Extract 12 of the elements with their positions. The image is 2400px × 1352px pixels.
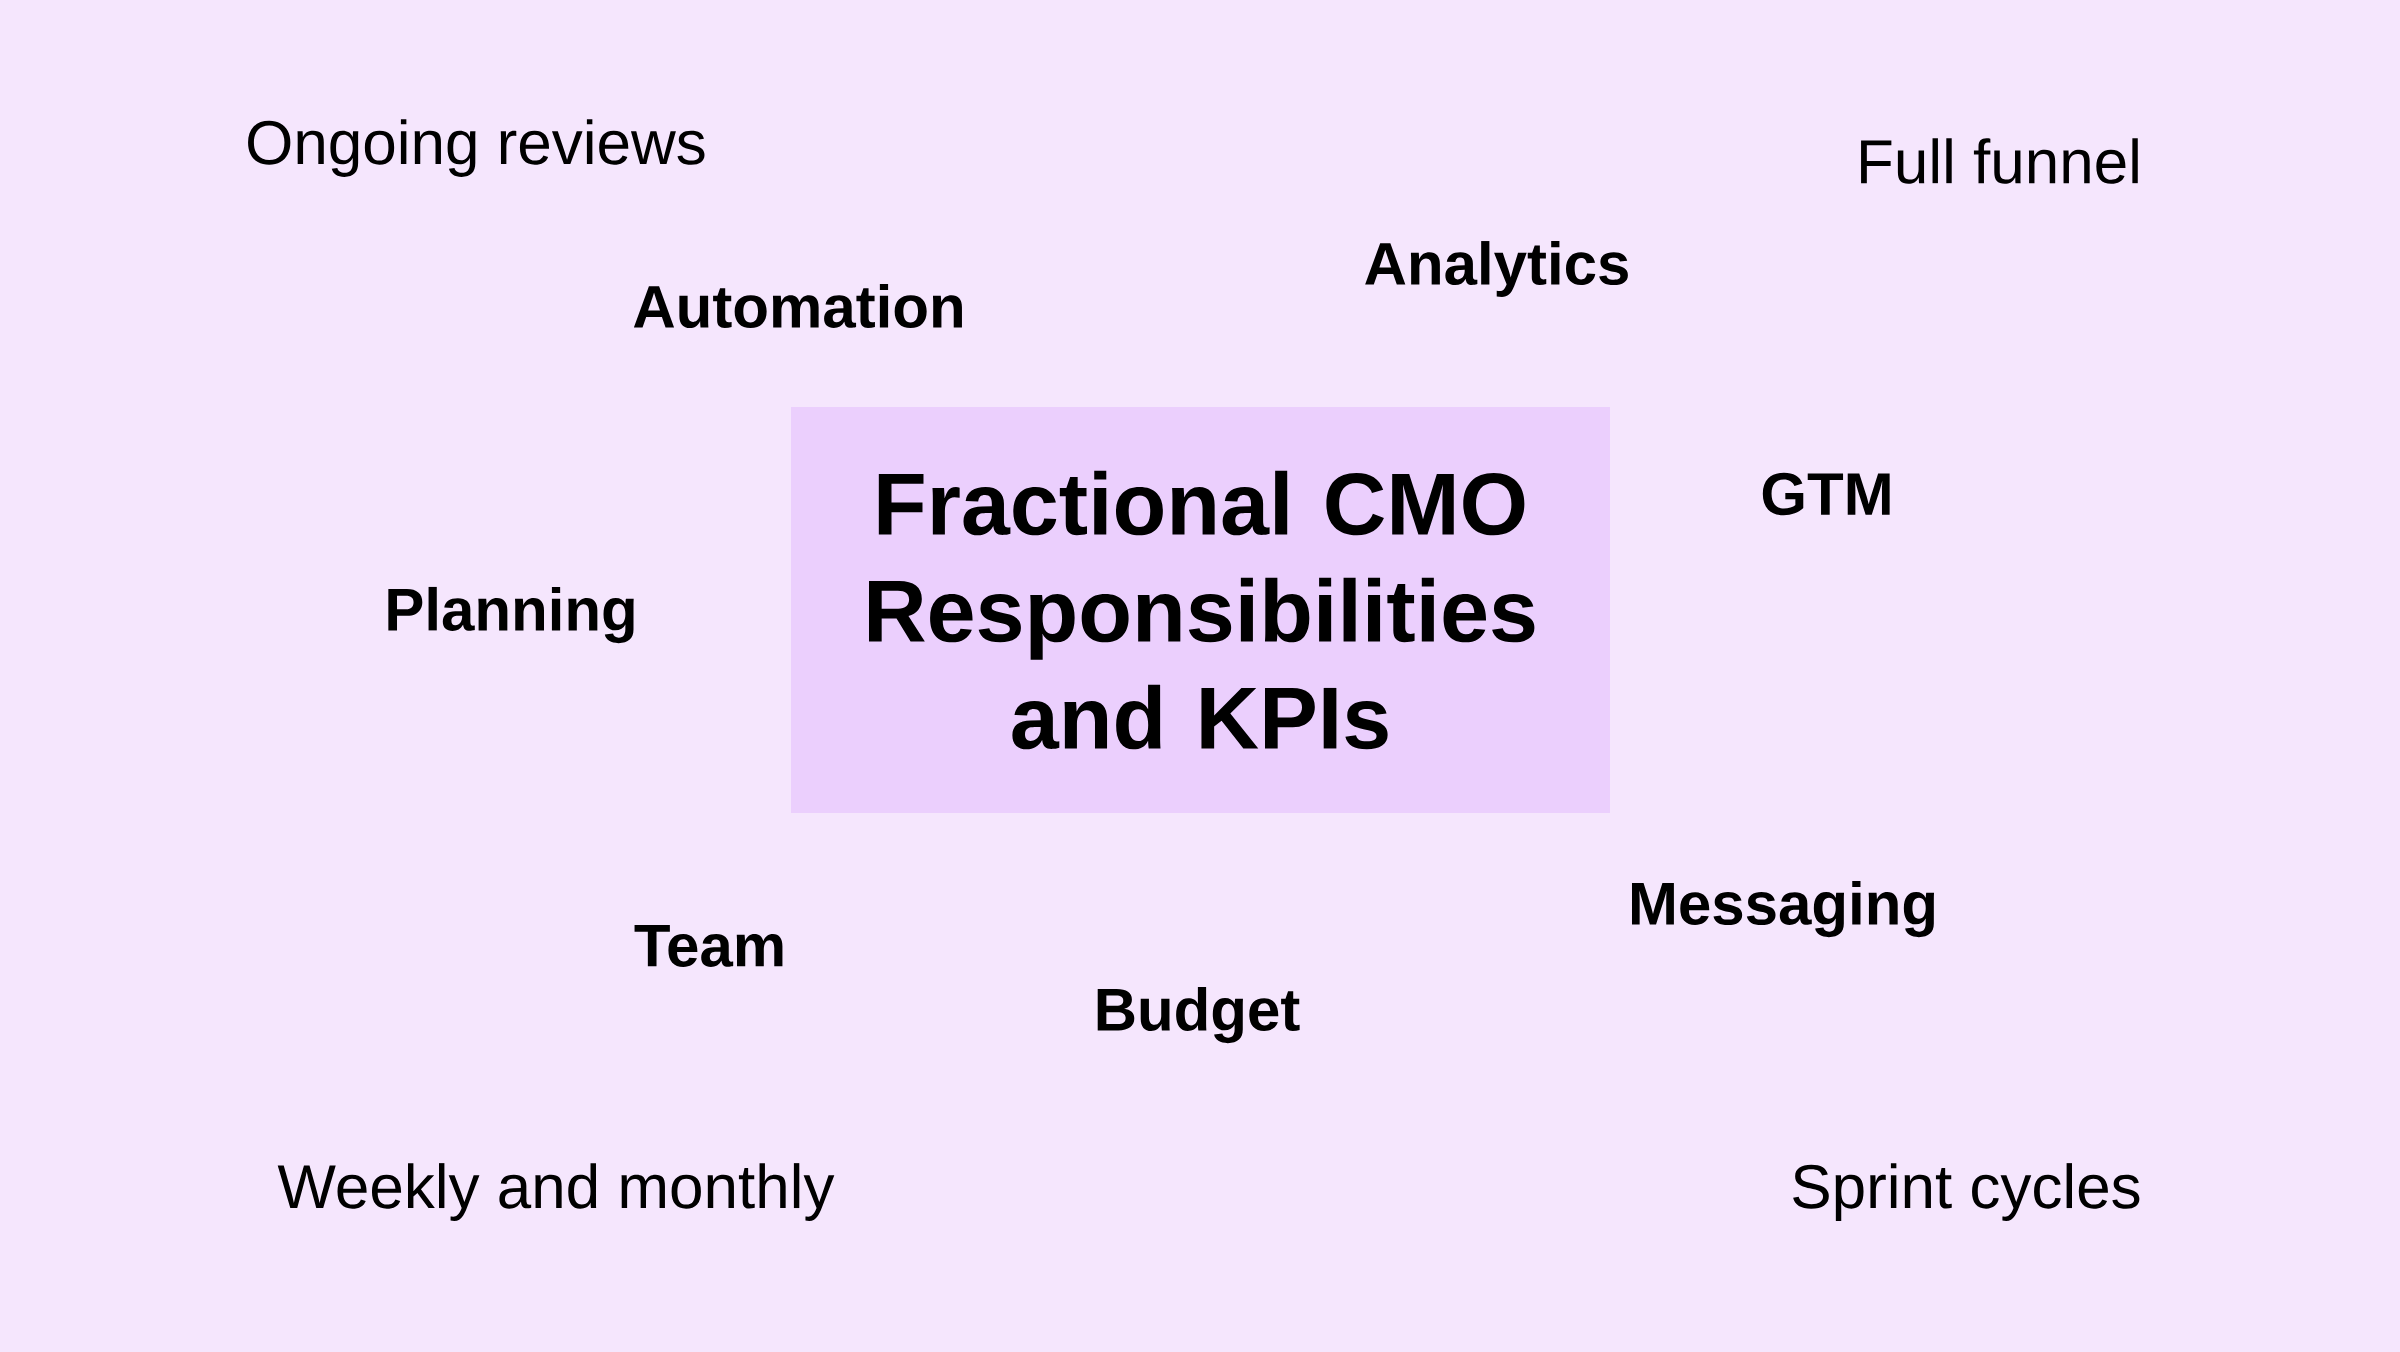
- topic-box: Fractional CMO Responsibilities and KPIs: [791, 407, 1610, 813]
- note-label: Full funnel: [1861, 138, 2138, 184]
- keyword-label: Messaging: [1632, 880, 1934, 938]
- keyword-label: GTM: [1762, 472, 1890, 516]
- note-label: Ongoing reviews: [248, 119, 705, 177]
- note-label: Sprint cycles: [1793, 1163, 2140, 1221]
- keyword-label: Planning: [388, 586, 634, 644]
- keyword-label: Automation: [633, 284, 962, 329]
- note-label: Weekly and monthly: [277, 1163, 835, 1221]
- keyword-label: Team: [634, 925, 783, 967]
- keyword-label: Analytics: [1365, 241, 1628, 297]
- keyword-label: Budget: [1097, 986, 1300, 1044]
